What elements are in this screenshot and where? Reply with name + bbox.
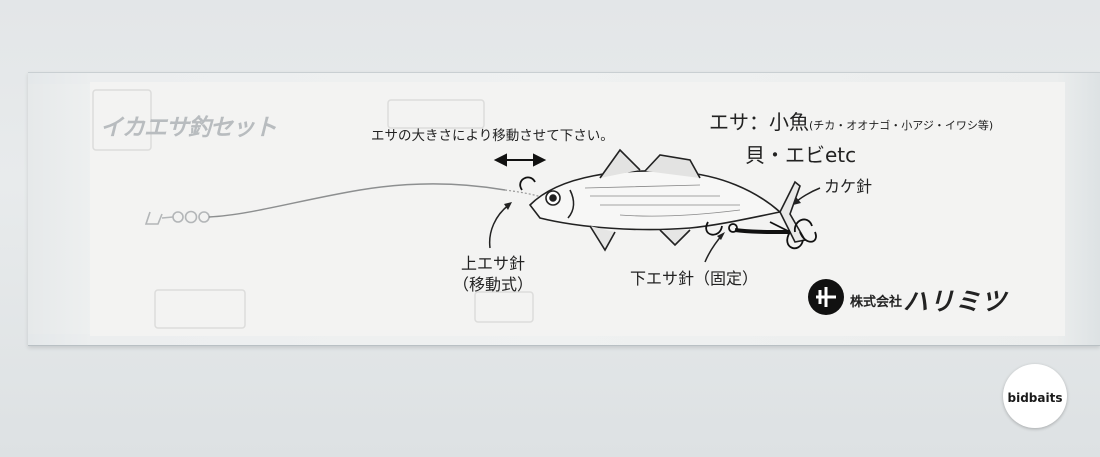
maker-name: ハリミツ [903,287,1008,316]
label-upper-hook-line2: （移動式） [453,275,534,294]
harimitsu-logo-icon [808,279,844,315]
treble-shank [734,228,791,234]
watermark-badge [1003,364,1067,428]
label-lower-hook: 下エサ針（固定） [630,269,759,288]
double-arrow-icon [493,153,547,167]
label-kake-hook: カケ針 [824,177,873,196]
label-upper-hook-line1: 上エサ針 [461,254,526,273]
bait-line-1: エサ：小魚(チカ・オオナゴ・小アジ・イワシ等) [709,106,993,135]
swivel-icon [144,210,210,225]
bait-detail: (チカ・オオナゴ・小アジ・イワシ等) [809,119,994,132]
watermark-text: bidbaits [1007,391,1063,405]
label-upper-hook: 上エサ針 （移動式） [453,253,533,295]
arrow-heads [504,197,801,240]
bait-main: エサ：小魚 [709,110,809,134]
hook-icons [519,176,817,250]
fishing-line [208,183,506,218]
product-title: イカエサ釣セット [100,115,277,141]
fish-icon [528,148,807,252]
instruction-text: エサの大きさにより移動させて下さい。 [371,128,614,144]
bait-line-2: 貝・エビetc [745,143,857,167]
die-cut-lines [92,89,534,329]
maker-prefix: 株式会社 [850,295,903,310]
